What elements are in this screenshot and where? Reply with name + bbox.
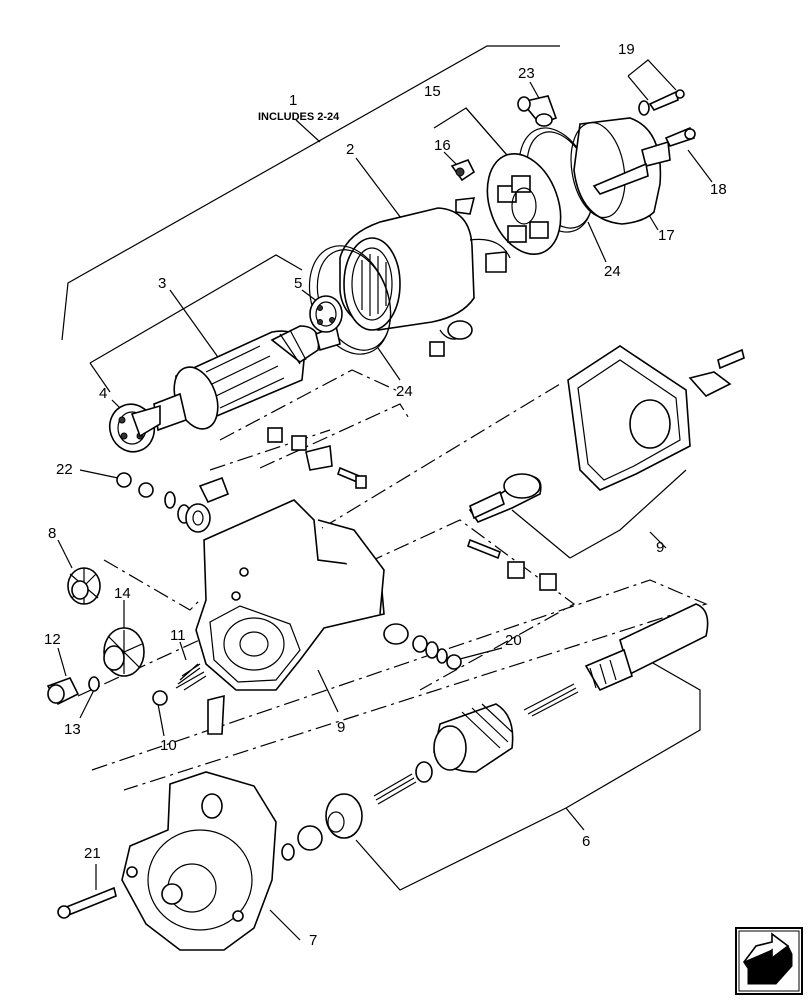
callout-2: 2 [346, 141, 354, 158]
hardware-22 [116, 472, 230, 533]
bolt-21 [57, 886, 117, 919]
callout-4: 4 [99, 385, 107, 402]
callout-6: 6 [582, 833, 590, 850]
field-frame [339, 197, 511, 357]
callout-8: 8 [48, 525, 56, 542]
callout-1: 1 [289, 92, 297, 109]
callout-15: 15 [424, 83, 441, 100]
next-page-arrow-icon[interactable] [735, 927, 803, 995]
gear-8 [67, 567, 101, 605]
callout-labels: 1 INCLUDES 2-24 2 3 4 5 6 7 8 9 9 10 11 … [44, 41, 727, 949]
drive-assembly [281, 603, 709, 861]
plunger [468, 473, 542, 523]
armature [153, 324, 341, 432]
callout-9-upper: 9 [656, 539, 664, 556]
callout-5: 5 [294, 275, 302, 292]
callout-22: 22 [56, 461, 73, 478]
callout-23: 23 [518, 65, 535, 82]
callout-11: 11 [170, 627, 186, 644]
callout-24-upper: 24 [604, 263, 621, 280]
callout-12: 12 [44, 631, 61, 648]
small-parts [46, 663, 225, 735]
callout-20: 20 [505, 632, 522, 649]
callout-9-lower: 9 [337, 719, 345, 736]
callout-19: 19 [618, 41, 635, 58]
gear-14 [103, 627, 145, 677]
callout-7: 7 [309, 932, 317, 949]
bearing-5 [309, 295, 343, 333]
hardware-20 [383, 623, 462, 670]
front-housing [121, 771, 277, 951]
end-cover [570, 117, 671, 225]
bearing-4 [108, 403, 161, 453]
callout-10: 10 [160, 737, 177, 754]
callout-24-lower: 24 [396, 383, 413, 400]
callout-18: 18 [710, 181, 727, 198]
contacts [267, 427, 557, 591]
leader-lines [57, 45, 713, 941]
bolts [517, 89, 696, 147]
callout-16: 16 [434, 137, 451, 154]
brush-spring-16 [450, 158, 476, 182]
callout-21: 21 [84, 845, 101, 862]
solenoid-cover [567, 345, 745, 491]
callout-13: 13 [64, 721, 81, 738]
callout-3: 3 [158, 275, 166, 292]
callout-14: 14 [114, 585, 131, 602]
drive-housing [195, 499, 385, 691]
callout-1-note: INCLUDES 2-24 [258, 111, 340, 123]
brush-holder [486, 152, 562, 256]
callout-17: 17 [658, 227, 675, 244]
